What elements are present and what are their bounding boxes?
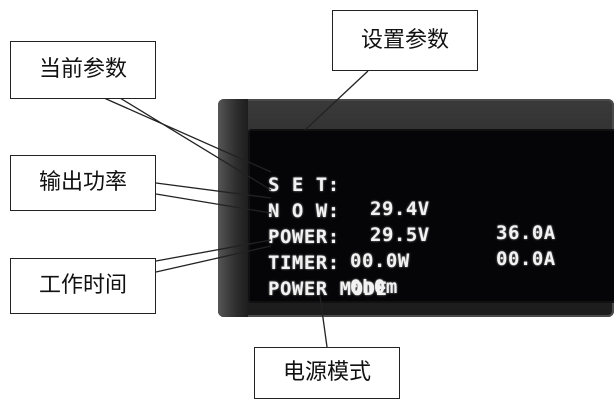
callout-output-power: 输出功率 [10,155,156,211]
mode-label: POWER MODE [268,278,388,300]
mode-row: POWER MODE [250,253,387,300]
leader-output-power-b [155,193,272,214]
timer-value: 0h0m [350,276,398,298]
leader-output-power-a [155,182,272,199]
set-row: S E T: 29.4V 36.0A [250,149,555,244]
callout-current-params: 当前参数 [10,41,156,99]
leader-current-params-b [119,97,272,191]
leader-set-params [304,70,369,131]
power-row: POWER: 00.0W [250,201,409,272]
set-current: 36.0A [496,222,556,244]
timer-label: TIMER: [268,252,340,274]
set-voltage: 29.4V [370,198,430,220]
device-panel: S E T: 29.4V 36.0A N O W: 29.5V 00.0A PO… [218,99,614,317]
now-label: N O W: [268,200,340,222]
power-label: POWER: [268,226,340,248]
callout-power-mode: 电源模式 [254,347,400,399]
now-voltage: 29.5V [370,224,430,246]
set-label: S E T: [268,174,340,196]
oled-screen: S E T: 29.4V 36.0A N O W: 29.5V 00.0A PO… [248,129,614,303]
callout-work-time: 工作时间 [10,258,156,314]
timer-row: TIMER: 0h0m [250,227,397,298]
leader-work-time-b [155,245,272,273]
callout-set-params: 设置参数 [332,10,478,71]
power-value: 00.0W [350,250,410,272]
now-row: N O W: 29.5V 00.0A [250,175,555,270]
leader-work-time-a [155,239,272,262]
now-current: 00.0A [496,248,556,270]
leader-power-mode [319,295,328,348]
leader-current-params-a [103,97,272,173]
